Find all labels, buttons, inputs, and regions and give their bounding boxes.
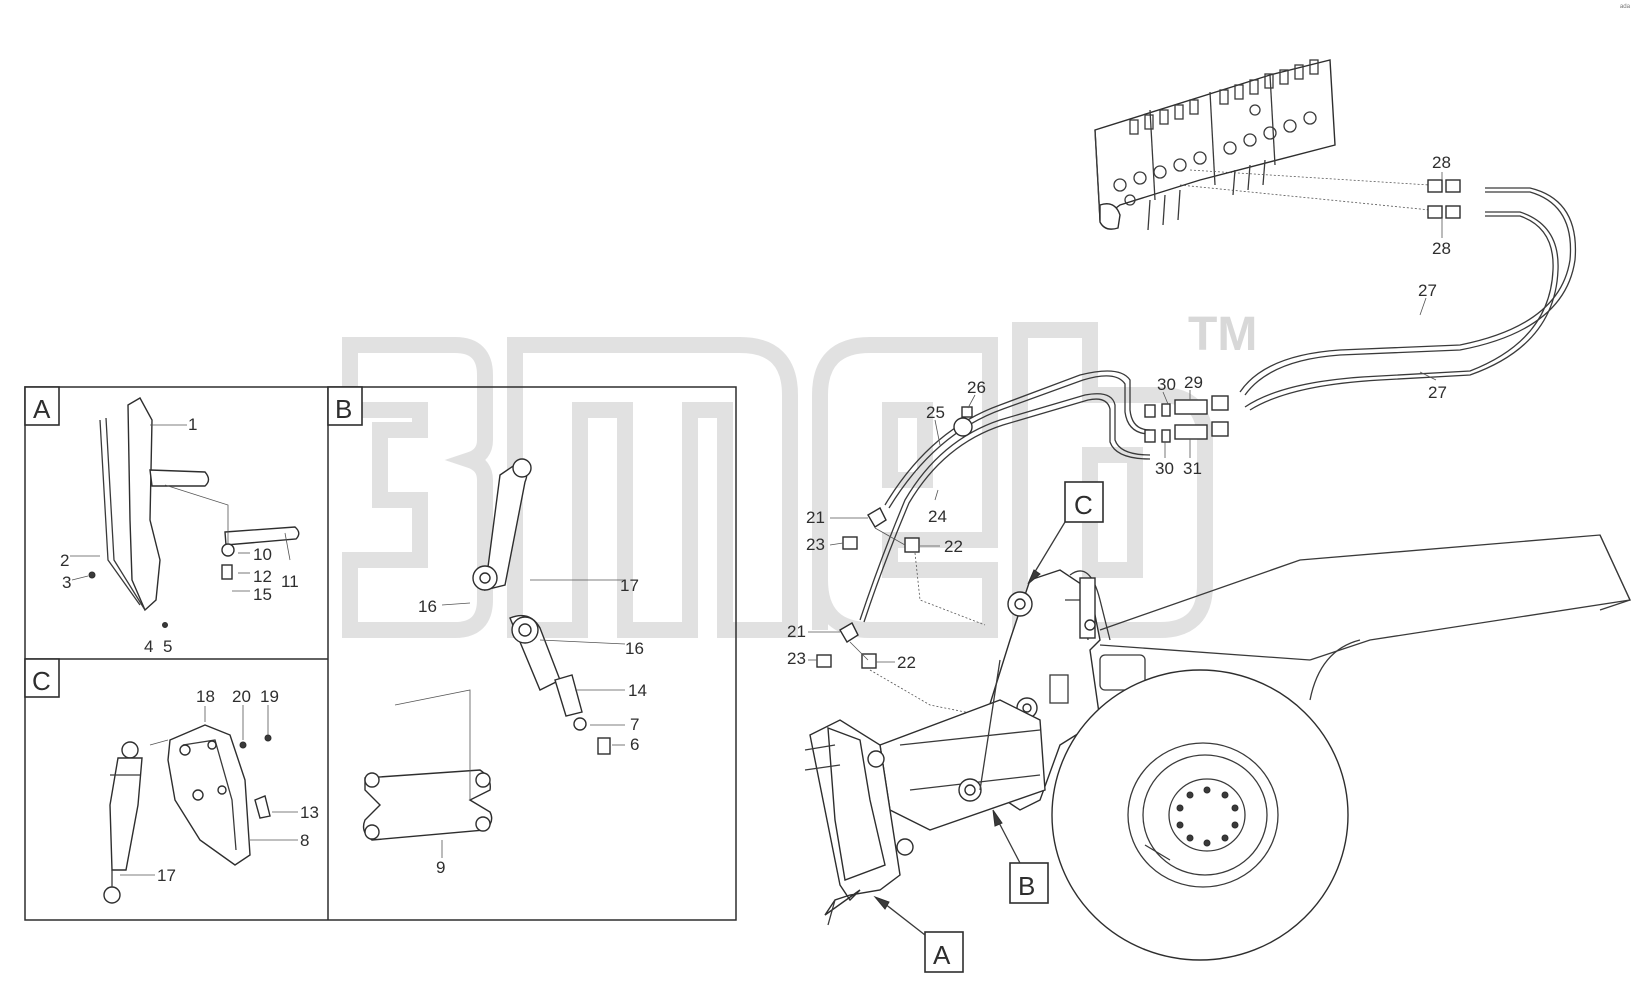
main-assembly-view: C B A — [787, 59, 1631, 973]
callout-24: 24 — [928, 507, 947, 526]
callout-30a: 30 — [1157, 375, 1176, 394]
callout-c-20: 20 — [232, 687, 251, 706]
callout-b-16a: 16 — [418, 597, 437, 616]
view-label-c: C — [1074, 490, 1093, 520]
callout-a-2: 2 — [60, 551, 69, 570]
panel-a-label: A — [33, 394, 51, 424]
callout-b-6: 6 — [630, 735, 639, 754]
callout-29: 29 — [1184, 373, 1203, 392]
callout-21a: 21 — [806, 508, 825, 527]
callout-26: 26 — [967, 378, 986, 397]
callout-31: 31 — [1183, 459, 1202, 478]
panel-b: B 17 16 16 14 7 6 9 — [327, 386, 647, 877]
corner-mark: ᵃᵈᵃ — [1619, 2, 1630, 12]
fittings-21-23-upper — [842, 507, 920, 553]
callout-b-9: 9 — [436, 858, 445, 877]
watermark-logo: TM — [342, 308, 1257, 638]
fittings-28 — [1427, 179, 1461, 219]
callout-21b: 21 — [787, 622, 806, 641]
callout-c-13: 13 — [300, 803, 319, 822]
callout-25: 25 — [926, 403, 945, 422]
callout-b-16b: 16 — [625, 639, 644, 658]
callout-c-19: 19 — [260, 687, 279, 706]
view-label-a: A — [933, 940, 951, 970]
view-label-b: B — [1018, 871, 1035, 901]
panel-b-label: B — [335, 394, 352, 424]
control-valve-block — [1094, 59, 1336, 231]
callout-23b: 23 — [787, 649, 806, 668]
callout-30b: 30 — [1155, 459, 1174, 478]
fittings-21-23-lower — [816, 622, 877, 669]
callout-22b: 22 — [897, 653, 916, 672]
callout-27a: 27 — [1418, 281, 1437, 300]
callout-23a: 23 — [806, 535, 825, 554]
callout-c-18: 18 — [196, 687, 215, 706]
panel-a: A 1 2 3 4 5 10 12 15 11 — [24, 386, 300, 656]
callout-a-10: 10 — [253, 545, 272, 564]
callout-a-4: 4 — [144, 637, 153, 656]
callout-28a: 28 — [1432, 153, 1451, 172]
callout-a-12: 12 — [253, 567, 272, 586]
callout-22a: 22 — [944, 537, 963, 556]
callout-c-17: 17 — [157, 866, 176, 885]
callout-27b: 27 — [1428, 383, 1447, 402]
loader-tractor — [804, 534, 1631, 961]
panel-c: C 18 20 19 13 8 17 — [24, 658, 319, 904]
callout-b-7: 7 — [630, 715, 639, 734]
callout-b-17: 17 — [620, 576, 639, 595]
callout-a-3: 3 — [62, 573, 71, 592]
callout-a-15: 15 — [253, 585, 272, 604]
panel-c-label: C — [32, 666, 51, 696]
detail-panels-frame — [24, 386, 737, 921]
callout-28b: 28 — [1432, 239, 1451, 258]
callout-b-14: 14 — [628, 681, 647, 700]
fittings-29-31 — [1144, 395, 1229, 443]
callout-c-8: 8 — [300, 831, 309, 850]
callout-a-5: 5 — [163, 637, 172, 656]
callout-a-1: 1 — [188, 415, 197, 434]
watermark-tm: TM — [1188, 308, 1257, 361]
callout-a-11: 11 — [281, 572, 299, 591]
